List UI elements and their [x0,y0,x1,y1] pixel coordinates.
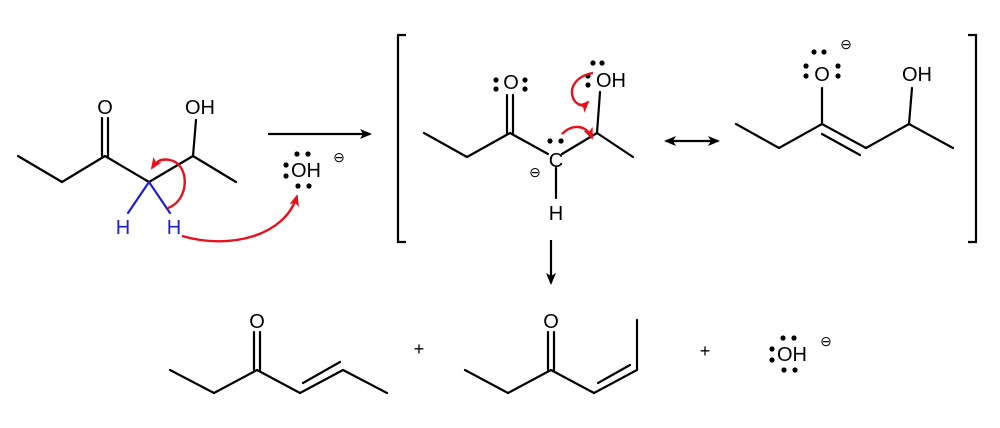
carbonyl-oxygen-label: O [503,72,519,94]
plus-sign-2: + [700,341,711,361]
hydroxide-label: OH [291,160,321,182]
carbanion-charge: ⊖ [529,164,541,180]
hydroxide-attack-curly-arrow [181,194,299,243]
right-bracket [968,33,978,244]
enolate-resonance-form: O ⊖ OH [734,36,955,157]
carbanion-resonance-form: O OH C ⊖ H [422,60,635,225]
hydroxyl-arrow [570,71,594,113]
hydroxyl-label: OH [596,70,626,92]
hydroxide-charge: ⊖ [333,149,345,165]
hydroxide-product: OH ⊖ [769,333,832,373]
plus-sign-1: + [414,339,425,359]
alpha-hydrogen-right-label: H [167,217,181,239]
hydroxyl-label: OH [902,64,932,86]
carbonyl-oxygen-label: O [97,97,113,119]
hydroxide-charge: ⊖ [820,333,832,349]
left-bracket [396,33,406,244]
hydroxyl-label: OH [185,97,215,119]
enolate-oxygen-label: O [814,64,830,86]
carbanion-hydrogen-label: H [549,203,563,225]
carbanion-carbon-label: C [549,150,563,172]
alpha-hydrogen-left-label: H [116,217,130,239]
carbonyl-oxygen-label: O [249,311,265,333]
cis-enone-product: O [463,311,639,395]
enolate-charge: ⊖ [840,36,852,52]
carbonyl-oxygen-label: O [543,311,559,333]
hydroxide-label: OH [777,344,807,366]
hydroxide-reagent: OH ⊖ [181,149,345,243]
elimination-curly-arrow [561,125,594,140]
starting-material: O OH H H [16,97,238,239]
trans-enone-product: O [168,311,389,395]
ch-bond-to-carbanion-curly-arrow [150,156,186,210]
